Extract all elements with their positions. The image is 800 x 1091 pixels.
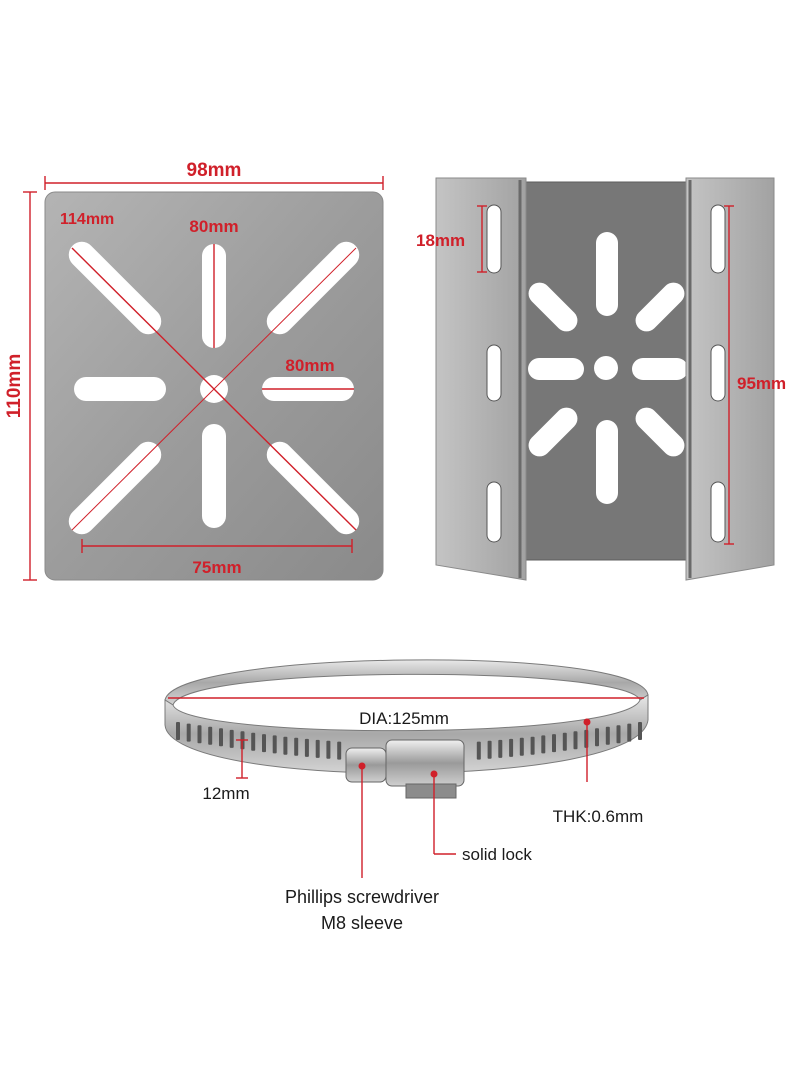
bracket-slot xyxy=(635,407,685,457)
plate-slot xyxy=(68,241,162,335)
band-perforation xyxy=(251,732,256,751)
band-perforation xyxy=(283,736,288,755)
band-perforation xyxy=(476,741,481,760)
band-perforation xyxy=(315,739,320,758)
clamp-lock-housing xyxy=(385,739,465,787)
bent-bracket-dimensions xyxy=(477,205,734,545)
clamp-thickness-label: THK:0.6mm xyxy=(553,807,644,826)
bent-bracket xyxy=(435,177,775,581)
band-perforation xyxy=(573,731,578,750)
hose-clamp xyxy=(164,659,649,799)
flange-slot xyxy=(486,481,502,543)
plate-slot xyxy=(266,241,360,335)
bracket-slot xyxy=(596,232,618,316)
plate-slot-horizontal-label: 80mm xyxy=(285,356,334,375)
band-perforation xyxy=(530,736,535,755)
band-perforation xyxy=(509,738,514,757)
band-perforation xyxy=(627,723,632,742)
flange-slot xyxy=(710,344,726,402)
flange-slot xyxy=(710,204,726,274)
plate-height-label: 110mm xyxy=(4,354,25,418)
bracket-right-flange xyxy=(685,177,775,581)
band-perforation xyxy=(616,725,621,744)
band-perforation xyxy=(595,728,599,747)
clamp-lock-label: solid lock xyxy=(462,845,532,864)
band-perforation xyxy=(519,737,524,756)
band-perforation xyxy=(605,726,610,745)
clamp-lock-base xyxy=(405,783,457,799)
bracket-left-flange xyxy=(435,177,527,581)
band-perforation xyxy=(229,729,234,748)
bracket-slot-label: 18mm xyxy=(416,231,465,250)
flat-plate-dimensions xyxy=(23,176,384,581)
band-perforation xyxy=(186,723,191,742)
band-perforation xyxy=(304,738,309,757)
band-perforation xyxy=(197,725,202,744)
band-perforation xyxy=(562,732,567,751)
clamp-band-perforations xyxy=(176,722,642,760)
band-perforation xyxy=(176,722,180,740)
clamp-screw xyxy=(345,747,387,783)
bracket-slot xyxy=(528,407,578,457)
band-perforation xyxy=(208,726,213,745)
bracket-span-label: 95mm xyxy=(737,374,786,393)
band-perforation xyxy=(337,741,342,760)
bracket-slot xyxy=(635,282,685,332)
plate-slot xyxy=(202,424,226,528)
band-perforation xyxy=(541,735,546,754)
plate-slot-vertical-label: 80mm xyxy=(189,217,238,236)
bracket-slot xyxy=(596,420,618,504)
clamp-diameter-label: DIA:125mm xyxy=(359,709,449,728)
bracket-slot xyxy=(528,282,578,332)
plate-width-label: 98mm xyxy=(187,160,242,181)
flange-slot xyxy=(486,344,502,402)
flange-slot xyxy=(710,481,726,543)
plate-slot xyxy=(74,377,166,401)
thickness-marker xyxy=(583,718,591,726)
band-perforation xyxy=(219,728,223,747)
band-perforation xyxy=(638,722,642,740)
bracket-center-hole xyxy=(594,356,618,380)
bracket-slot xyxy=(528,358,584,380)
clamp-dimensions xyxy=(168,697,644,878)
band-perforation xyxy=(498,739,503,758)
band-perforation xyxy=(326,740,331,759)
band-perforation xyxy=(487,740,492,759)
band-perforation xyxy=(552,734,556,753)
flange-slot xyxy=(486,204,502,274)
band-perforation xyxy=(294,737,299,756)
band-perforation xyxy=(262,734,266,753)
clamp-screw-label-line2: M8 sleeve xyxy=(321,913,403,933)
bracket-slot xyxy=(632,358,688,380)
clamp-band-width-label: 12mm xyxy=(202,784,249,803)
plate-bottom-span-label: 75mm xyxy=(192,558,241,577)
clamp-screw-label-line1: Phillips screwdriver xyxy=(285,887,439,907)
screw-marker xyxy=(358,762,366,770)
plate-diagonal-label: 114mm xyxy=(60,211,114,228)
band-perforation xyxy=(272,735,277,754)
lock-marker xyxy=(430,770,438,778)
